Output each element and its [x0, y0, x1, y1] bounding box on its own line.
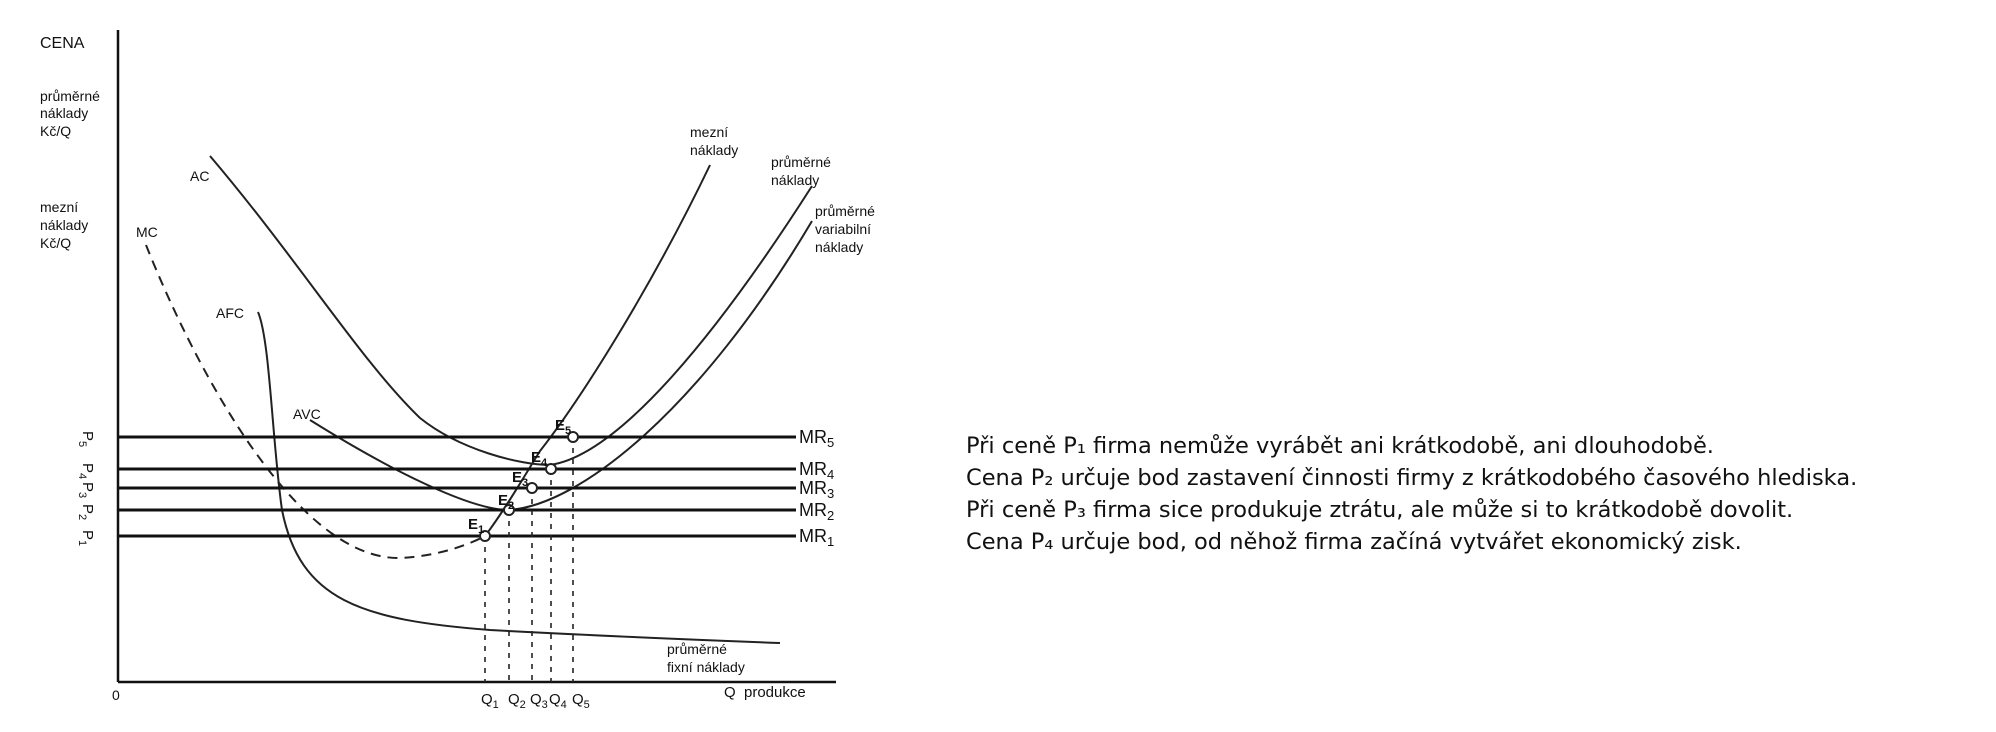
- equilibrium-label: E4: [531, 449, 548, 469]
- price-label: P2: [76, 504, 96, 520]
- y-axis-title: CENA: [40, 35, 85, 52]
- afc-curve: [257, 311, 781, 644]
- equilibrium-point: [503, 504, 515, 516]
- average-fixed-costs-label: průměrné fixní náklady: [667, 641, 745, 675]
- mr-label: MR3: [799, 478, 834, 501]
- avc-label: AVC: [293, 406, 321, 422]
- mr-label: MR2: [799, 500, 834, 523]
- average-variable-costs-label: průměrné variabilní náklady: [815, 203, 879, 255]
- explanation-text: Při ceně P₁ firma nemůže vyrábět ani krá…: [966, 430, 1986, 558]
- mr-label: MR5: [799, 427, 834, 450]
- equilibrium-point: [479, 530, 491, 542]
- equilibrium-label: E2: [498, 492, 514, 512]
- quantity-label: Q5: [572, 691, 590, 711]
- price-label: P5: [76, 431, 96, 447]
- equilibrium-label: E1: [468, 516, 484, 536]
- price-label: P4: [76, 463, 96, 479]
- y-axis-label-marginal: mezní náklady Kč/Q: [40, 199, 92, 251]
- marginal-costs-label: mezní náklady: [690, 124, 738, 158]
- mr-label: MR4: [799, 459, 834, 482]
- mc-curve-upper: [484, 164, 711, 537]
- ac-label: AC: [190, 168, 209, 184]
- afc-label: AFC: [216, 305, 244, 321]
- quantity-label: Q4: [549, 691, 567, 711]
- price-label: P1: [76, 530, 96, 546]
- cost-curves-diagram: CENA průměrné náklady Kč/Q mezní náklady…: [40, 30, 879, 711]
- avc-curve: [309, 220, 813, 512]
- note-line: Cena P₂ určuje bod zastavení činnosti fi…: [966, 465, 1858, 491]
- note-line: Cena P₄ určuje bod, od něhož firma začín…: [966, 529, 1742, 555]
- y-axis-label-average: průměrné náklady Kč/Q: [40, 88, 104, 139]
- quantity-label: Q1: [481, 691, 499, 711]
- origin-label: 0: [112, 687, 120, 703]
- mc-label: MC: [136, 224, 158, 240]
- quantity-label: Q2: [508, 691, 526, 711]
- ac-curve: [209, 155, 813, 467]
- equilibrium-point: [545, 463, 557, 475]
- quantity-label: Q3: [530, 691, 548, 711]
- equilibrium-label: E5: [555, 417, 571, 437]
- x-axis-title: Q produkce: [724, 684, 806, 701]
- average-costs-label: průměrné náklady: [771, 154, 835, 188]
- price-label: P3: [76, 482, 96, 498]
- equilibrium-point: [567, 431, 579, 443]
- mc-curve: [145, 244, 486, 560]
- equilibrium-label: E3: [512, 469, 528, 489]
- mr-label: MR1: [799, 526, 834, 549]
- note-line: Při ceně P₃ firma sice produkuje ztrátu,…: [966, 497, 1794, 523]
- note-line: Při ceně P₁ firma nemůže vyrábět ani krá…: [966, 433, 1714, 459]
- equilibrium-point: [526, 482, 538, 494]
